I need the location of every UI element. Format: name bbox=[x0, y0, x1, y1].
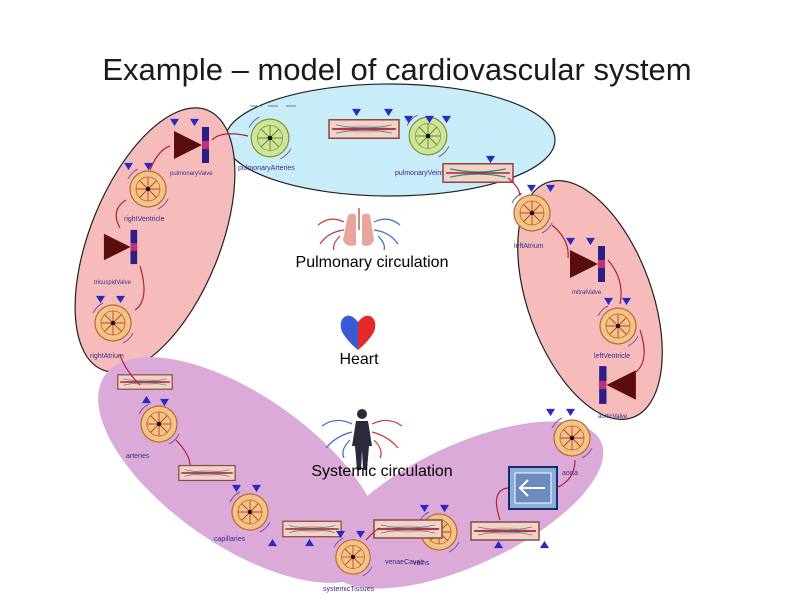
capillaries-label: capillaries bbox=[214, 536, 246, 543]
left-ventricle-label: leftVentricle bbox=[594, 353, 630, 360]
right-ventricle-label: rightVentricle bbox=[124, 216, 165, 223]
lungs-icon bbox=[317, 208, 401, 251]
tricuspid-valve-label: tricuspidValve bbox=[94, 280, 132, 286]
right-atrium-label: rightAtrium bbox=[90, 353, 124, 360]
systemic-vessel-bottom bbox=[282, 520, 342, 538]
aortic-valve-label: aorticValve bbox=[598, 414, 628, 420]
systemic-circulation-label: Systemic circulation bbox=[311, 463, 453, 480]
systemic-region-right bbox=[326, 421, 604, 589]
left-arrow-icon bbox=[518, 479, 545, 497]
heart-icon bbox=[340, 315, 376, 350]
pump-source-box[interactable] bbox=[508, 466, 558, 510]
pulmonary-vessel-right bbox=[442, 162, 514, 184]
left-heart-region bbox=[517, 180, 663, 420]
systemic-vessel-left bbox=[178, 464, 236, 482]
heart-label: Heart bbox=[339, 351, 379, 368]
arterial-branch-label: arteries bbox=[126, 453, 150, 460]
venous-branch-label: veins bbox=[413, 560, 430, 567]
pulmonary-circulation-label: Pulmonary circulation bbox=[295, 254, 449, 271]
pulmonary-valve-label: pulmonaryValve bbox=[170, 171, 213, 177]
pulmonary-veins-label: pulmonaryVeins bbox=[395, 170, 445, 177]
pulmonary-vessel-top bbox=[328, 118, 400, 140]
systemic-vessel-entry bbox=[117, 373, 173, 391]
systemic-vessel-right bbox=[470, 521, 540, 541]
systemic-vessel-mid bbox=[373, 519, 443, 539]
systemic-tissues-label: systemicTissues bbox=[323, 586, 375, 593]
mitral-valve-label: mitralValve bbox=[572, 290, 602, 296]
pulmonary-arteries-label: pulmonaryArteries bbox=[238, 165, 295, 172]
left-atrium-label: leftAtrium bbox=[514, 243, 544, 250]
slide-title: Example – model of cardiovascular system bbox=[102, 52, 692, 87]
human-body-icon bbox=[321, 409, 403, 470]
aorta-label: aorta bbox=[562, 470, 578, 477]
venae-cavae-label: venaeCavae bbox=[385, 559, 424, 566]
